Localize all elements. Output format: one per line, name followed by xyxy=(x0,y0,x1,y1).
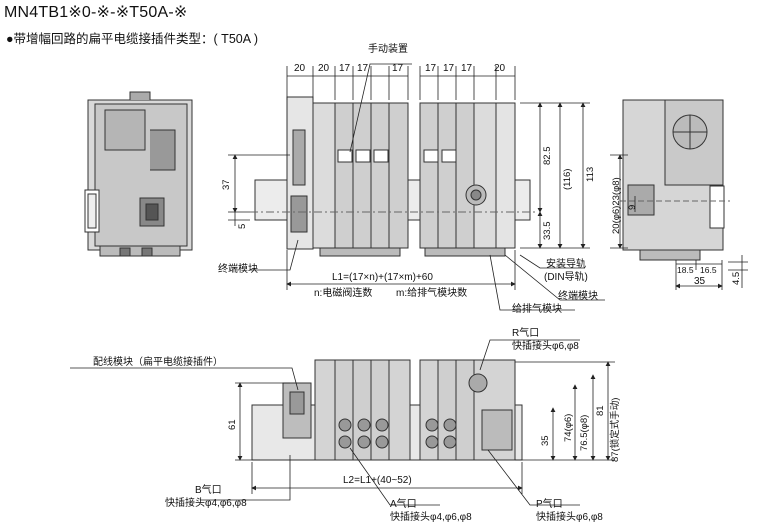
supply-exhaust-block-label: 给排气模块 xyxy=(512,304,562,315)
right-view-dims xyxy=(610,154,748,290)
width-label: 17 xyxy=(443,63,455,74)
dim-5: 5 xyxy=(237,223,248,229)
width-label: 20 xyxy=(318,63,330,74)
width-label: 20 xyxy=(294,63,306,74)
din-rail-label: (DIN导轨) xyxy=(544,272,588,283)
end-block-label: 终端模块 xyxy=(218,264,258,275)
dim-phi6-23: 20(φ6)23(φ8) xyxy=(611,177,622,234)
a-port-label: A气口 xyxy=(390,499,417,510)
dim-87: 87(锁定式手动) xyxy=(610,397,621,462)
dim-116: (116) xyxy=(562,168,573,190)
width-label: 17 xyxy=(357,63,369,74)
manual-device-label: 手动装置 xyxy=(368,44,408,55)
dim-4-5: 4.5 xyxy=(731,271,742,285)
r-fitting-label: 快插接头φ6,φ8 xyxy=(512,341,579,352)
dim-18-5: 18.5 xyxy=(677,265,694,275)
rail-label: 安装导轨 xyxy=(546,259,586,270)
l2-formula: L2=L1+(40~52) xyxy=(343,475,412,486)
width-label: 17 xyxy=(425,63,437,74)
width-label: 20 xyxy=(494,63,506,74)
page-title: MN4TB1※0-※-※T50A-※ xyxy=(4,4,188,21)
b-fitting-label: 快插接头φ4,φ6,φ8 xyxy=(165,498,247,509)
dim-76-5: 76.5(φ8) xyxy=(579,414,590,451)
width-label: 17 xyxy=(461,63,473,74)
wiring-block-label: 配线模块（扁平电缆接插件） xyxy=(93,357,223,368)
dim-37: 37 xyxy=(221,179,232,190)
dim-61: 61 xyxy=(227,419,238,430)
a-fitting-label: 快插接头φ4,φ6,φ8 xyxy=(390,512,472,523)
width-label: 17 xyxy=(392,63,404,74)
m-note: m:给排气模块数 xyxy=(396,288,468,299)
r-port-label: R气口 xyxy=(512,328,540,339)
dim-82-5: 82.5 xyxy=(542,146,553,166)
left-side-view xyxy=(84,91,193,257)
dim-81: 81 xyxy=(595,405,606,416)
page-subtitle: ●带增幅回路的扁平电缆接插件类型：( T50A ) xyxy=(6,32,259,46)
dim-33-5: 33.5 xyxy=(542,221,553,241)
right-side-view xyxy=(620,99,730,261)
width-label: 17 xyxy=(339,63,351,74)
p-port-label: P气口 xyxy=(536,499,563,510)
dim-113: 113 xyxy=(585,166,596,182)
front-view-dims xyxy=(70,339,615,506)
plan-view xyxy=(250,96,535,257)
end-block-label-2: 终端模块 xyxy=(558,291,598,302)
dim-9: 9 xyxy=(627,204,638,210)
dim-35-front: 35 xyxy=(540,435,551,446)
b-port-label: B气口 xyxy=(195,485,222,496)
top-dimension-lines xyxy=(228,63,605,311)
l1-formula: L1=(17×n)+(17×m)+60 xyxy=(332,272,433,283)
dim-16-5: 16.5 xyxy=(700,265,717,275)
dim-74: 74(φ6) xyxy=(563,413,574,442)
p-fitting-label: 快插接头φ6,φ8 xyxy=(536,512,603,523)
n-note: n:电磁阀连数 xyxy=(314,288,373,299)
front-view xyxy=(251,359,523,461)
dim-35-right: 35 xyxy=(694,276,706,287)
